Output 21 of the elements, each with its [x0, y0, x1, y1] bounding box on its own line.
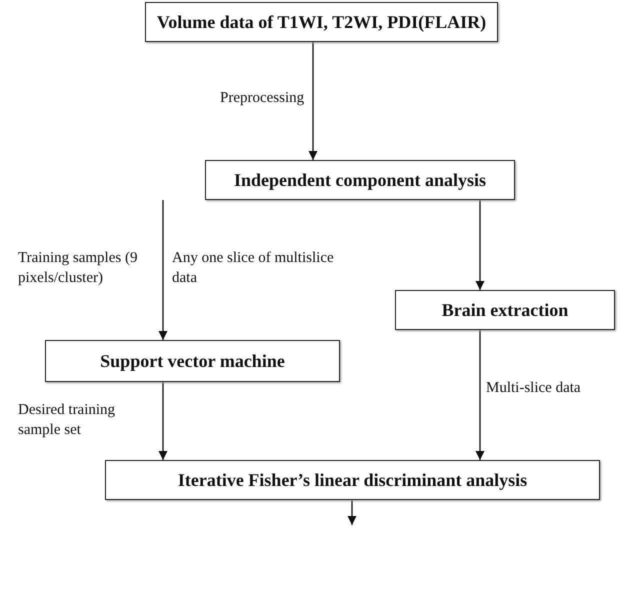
box-label: Volume data of T1WI, T2WI, PDI(FLAIR): [156, 12, 486, 32]
process-box: [105, 460, 600, 500]
annotation: Training samples (9 pixels/cluster): [18, 249, 138, 288]
box-label: Iterative Fisher’s linear discriminant analysis: [178, 470, 528, 490]
arrow: [348, 500, 356, 525]
edge-label: Multi-slice data: [486, 379, 582, 398]
box-label: Support vector machine: [100, 350, 285, 372]
process-box: [45, 340, 340, 382]
process-box: [395, 290, 615, 330]
arrow: [476, 200, 484, 290]
box-label: Brain extraction: [442, 300, 568, 320]
edge-label: Any one slice of multislice data: [172, 249, 335, 288]
arrow: [308, 42, 318, 160]
box-label: Independent component analysis: [234, 170, 486, 190]
process-box: [205, 160, 515, 200]
arrow: [158, 382, 168, 460]
arrow: [158, 200, 168, 340]
edge-label: Preprocessing: [220, 89, 306, 108]
edge-label: Desired training sample set: [18, 401, 116, 440]
process-box: [145, 2, 498, 42]
arrow: [476, 330, 484, 460]
